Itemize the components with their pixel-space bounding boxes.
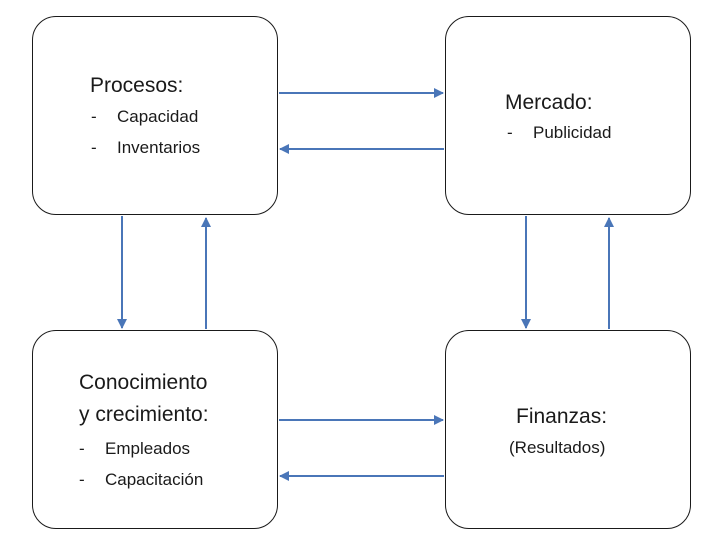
bullet-dash: -	[507, 123, 513, 142]
node-finanzas: Finanzas: (Resultados)	[445, 330, 691, 529]
conocimiento-item-label: Empleados	[105, 439, 191, 458]
bullet-dash: -	[91, 107, 97, 126]
procesos-title: Procesos:	[90, 74, 184, 97]
conocimiento-title-line2: y crecimiento:	[79, 403, 209, 426]
conocimiento-title-line1: Conocimiento	[79, 371, 208, 394]
procesos-item-label: Capacidad	[117, 107, 199, 126]
node-mercado: Mercado: - Publicidad	[445, 16, 691, 215]
mercado-title: Mercado:	[505, 91, 593, 114]
bullet-dash: -	[91, 138, 97, 157]
bullet-dash: -	[79, 439, 85, 458]
procesos-item-label: Inventarios	[117, 138, 201, 157]
finanzas-title: Finanzas:	[516, 405, 608, 428]
bullet-dash: -	[79, 470, 85, 489]
node-conocimiento-crecimiento: Conocimiento y crecimiento: - Empleados …	[32, 330, 278, 529]
mercado-item-label: Publicidad	[533, 123, 612, 142]
finanzas-subtitle: (Resultados)	[509, 438, 606, 457]
node-procesos: Procesos: - Capacidad - Inventarios	[32, 16, 278, 215]
conocimiento-item-label: Capacitación	[105, 470, 204, 489]
